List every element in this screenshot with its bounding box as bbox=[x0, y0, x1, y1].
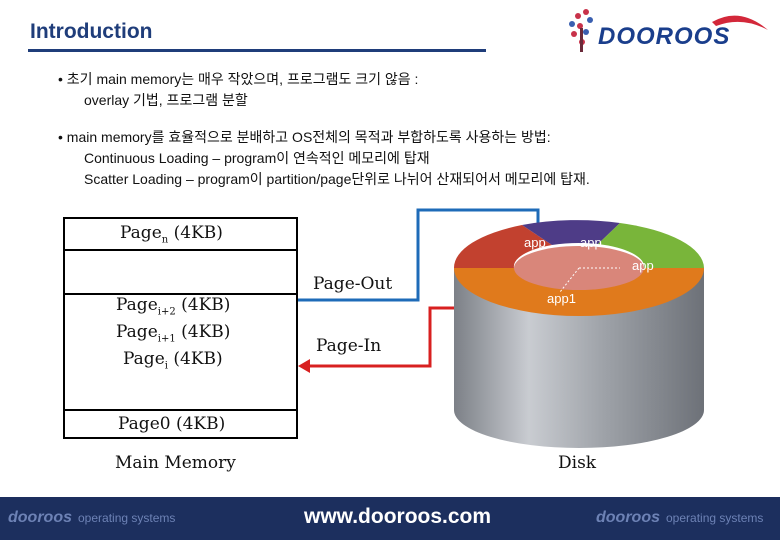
disk-segment-label: app bbox=[580, 235, 602, 250]
disk-segment-orange bbox=[454, 268, 704, 316]
slide-title: Introduction bbox=[30, 20, 153, 43]
memory-page-0: Page0 (4KB) bbox=[118, 414, 226, 434]
disk-label: Disk bbox=[558, 453, 597, 473]
memory-page-i2: Pagei+2 (4KB) bbox=[116, 295, 231, 318]
logo-swoosh bbox=[712, 15, 768, 30]
disk-hole-line bbox=[559, 267, 580, 293]
page-in-label: Page-In bbox=[316, 336, 382, 356]
disk-segment-purple bbox=[522, 220, 620, 245]
bullet-2-line1: • main memory를 효율적으로 분배하고 OS전체의 목적과 부합하도… bbox=[58, 129, 551, 145]
bullet-2-line2: Continuous Loading – program이 연속적인 메모리에 … bbox=[84, 150, 430, 166]
page-out-arrow bbox=[298, 208, 540, 302]
disk-segment-label: app bbox=[632, 258, 654, 273]
bullet-1-line1: • 초기 main memory는 매우 작았으며, 프로그램도 크기 않음 : bbox=[58, 71, 419, 87]
bullet-1-line2: overlay 기법, 프로그램 분할 bbox=[84, 92, 248, 108]
page-in-arrowhead bbox=[298, 359, 310, 373]
memory-page-i1: Pagei+1 (4KB) bbox=[116, 322, 231, 345]
main-memory-box bbox=[63, 217, 298, 439]
memory-divider bbox=[65, 293, 296, 295]
disk-segment-label: app1 bbox=[547, 291, 576, 306]
memory-divider bbox=[65, 409, 296, 411]
memory-divider bbox=[65, 249, 296, 251]
bullet-2-line3: Scatter Loading – program이 partition/pag… bbox=[84, 171, 590, 187]
page-out-label: Page-Out bbox=[313, 274, 393, 294]
disk-body bbox=[454, 268, 704, 448]
memory-page-n: Pagen (4KB) bbox=[120, 223, 223, 246]
footer-website-link[interactable]: www.dooroos.com bbox=[304, 505, 492, 528]
logo-wordmark: DOOROOS bbox=[598, 23, 731, 50]
disk-segment-red bbox=[453, 225, 552, 268]
memory-page-i: Pagei (4KB) bbox=[123, 349, 223, 372]
disk-segment-label: app bbox=[524, 235, 546, 250]
logo-icon bbox=[569, 9, 593, 52]
disk-segment-green bbox=[598, 223, 704, 268]
main-memory-label: Main Memory bbox=[115, 453, 236, 473]
title-underline bbox=[28, 49, 486, 52]
